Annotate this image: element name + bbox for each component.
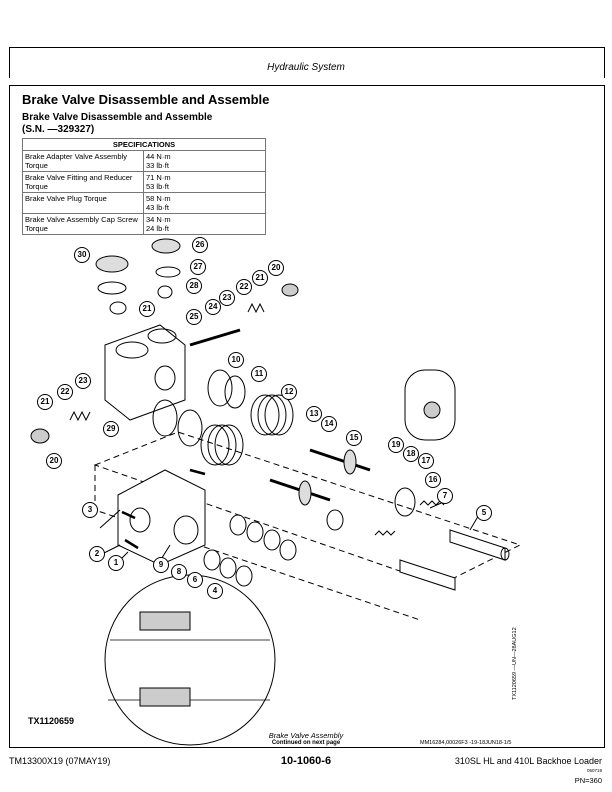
callout-21-mid: 21: [139, 301, 155, 317]
figure-caption: Brake Valve Assembly: [268, 731, 344, 740]
subtitle-line-1: Brake Valve Disassemble and Assemble: [22, 112, 213, 123]
page-title: Brake Valve Disassemble and Assemble: [22, 92, 270, 107]
footer-page-number: 10-1060-6: [280, 755, 332, 767]
vertical-figure-code: TX1120659 —UN—28AUG12: [512, 627, 518, 700]
figure-id: TX1120659: [28, 716, 75, 726]
callout-18: 18: [403, 446, 419, 462]
callout-22-top: 22: [236, 279, 252, 295]
footer-manual-id: TM13300X19 (07MAY19): [9, 756, 111, 766]
callout-23-top: 23: [219, 290, 235, 306]
callout-6: 6: [187, 572, 203, 588]
callout-15: 15: [346, 430, 362, 446]
callout-1: 1: [108, 555, 124, 571]
doc-code: MM16284,00026F3 -19-18JUN18-1/5: [420, 740, 512, 746]
callout-21-top: 21: [252, 270, 268, 286]
callout-25: 25: [186, 309, 202, 325]
continued-note: Continued on next page: [271, 740, 341, 746]
callout-20-top: 20: [268, 260, 284, 276]
callout-23-left: 23: [75, 373, 91, 389]
footer-date-code: 050719: [586, 768, 602, 773]
callout-19: 19: [388, 437, 404, 453]
callout-17: 17: [418, 453, 434, 469]
callout-5: 5: [476, 505, 492, 521]
specifications-table: SPECIFICATIONS Brake Adapter Valve Assem…: [22, 138, 266, 235]
callout-14: 14: [321, 416, 337, 432]
callout-11: 11: [251, 366, 267, 382]
callout-9: 9: [153, 557, 169, 573]
callout-27: 27: [190, 259, 206, 275]
callout-28: 28: [186, 278, 202, 294]
callout-24: 24: [205, 299, 221, 315]
callout-13: 13: [306, 406, 322, 422]
callout-3: 3: [82, 502, 98, 518]
callout-2: 2: [89, 546, 105, 562]
callout-22-left: 22: [57, 384, 73, 400]
callout-7: 7: [437, 488, 453, 504]
callout-16: 16: [425, 472, 441, 488]
section-header: Hydraulic System: [267, 62, 345, 73]
callout-29: 29: [103, 421, 119, 437]
content-frame: [9, 85, 605, 748]
footer-product: 310SL HL and 410L Backhoe Loader: [454, 756, 602, 766]
header-frame: [9, 47, 605, 78]
callout-8: 8: [171, 564, 187, 580]
callout-26: 26: [192, 237, 208, 253]
callout-21-left: 21: [37, 394, 53, 410]
callout-10: 10: [228, 352, 244, 368]
table-row: Brake Valve Assembly Cap Screw Torque 34…: [22, 213, 266, 235]
footer-pn: PN=360: [574, 776, 602, 785]
callout-30: 30: [74, 247, 90, 263]
callout-20-left: 20: [46, 453, 62, 469]
callout-12: 12: [281, 384, 297, 400]
callout-4: 4: [207, 583, 223, 599]
subtitle: Brake Valve Disassemble and Assemble (S.…: [22, 112, 212, 136]
subtitle-line-2: (S.N. —329327): [22, 124, 95, 135]
